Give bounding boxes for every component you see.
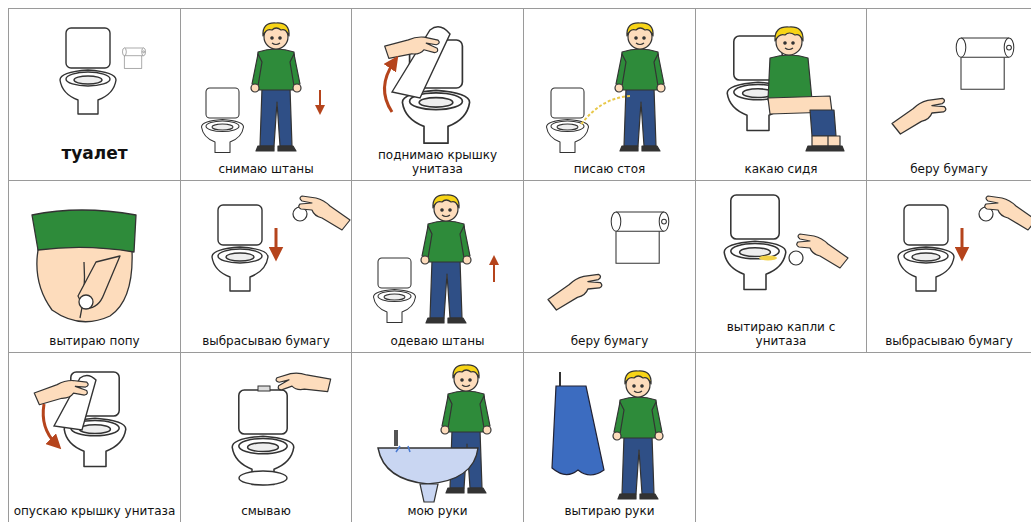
step-label: туалет (61, 143, 127, 163)
hand (985, 196, 1031, 230)
bottom (37, 240, 132, 322)
paper-ball (789, 251, 803, 265)
step-card: вытираю попу (8, 180, 181, 353)
step-label: вытираю капли с унитаза (700, 320, 862, 348)
hand (892, 98, 946, 134)
step-label: смываю (241, 504, 291, 518)
lower-lid-picture (32, 370, 126, 467)
wipe-picture (32, 210, 136, 322)
pee-standing-picture (547, 23, 666, 153)
take-paper-picture (892, 38, 1014, 134)
sink-stand (420, 484, 438, 502)
sit-picture (727, 27, 844, 151)
curved-arrow (43, 404, 56, 444)
towel (552, 386, 604, 475)
wash-hands-picture (378, 365, 491, 502)
flush-picture (232, 357, 335, 485)
step-label: опускаю крышку унитаза (14, 504, 176, 518)
step-card: беру бумагу (523, 180, 696, 353)
stream (580, 96, 630, 126)
step-card: смываю (180, 352, 352, 522)
dry-hands-picture (552, 371, 663, 499)
hand (274, 357, 335, 409)
step-card: какаю сидя (695, 8, 867, 181)
down-arrow (275, 228, 278, 254)
sitting-boy (768, 27, 844, 151)
paper-roll (122, 48, 145, 68)
flush-button (258, 386, 270, 391)
step-card: снимаю штаны (180, 8, 352, 181)
boy-figure (615, 23, 665, 151)
step-card: выбрасываю бумагу (180, 180, 352, 353)
hand (78, 256, 120, 308)
take-paper-picture (548, 212, 669, 310)
step-card: вытираю капли с унитаза (695, 180, 867, 353)
step-card: поднимаю крышку унитаза (351, 8, 524, 181)
step-label: мою руки (407, 504, 467, 518)
pants-up-picture (374, 195, 495, 323)
step-label: поднимаю крышку унитаза (356, 148, 519, 176)
step-card: вытираю руки (523, 352, 696, 522)
toilet-picture (60, 28, 146, 114)
step-card: беру бумагу (866, 8, 1031, 181)
toilet-icon (202, 88, 244, 153)
down-arrow (961, 228, 964, 254)
toilet-icon (60, 28, 116, 114)
curved-arrow (384, 62, 394, 112)
step-card: опускаю крышку унитаза (8, 352, 181, 522)
water (396, 446, 410, 452)
hook (559, 372, 561, 386)
hand (797, 234, 848, 268)
step-label: одеваю штаны (390, 334, 484, 348)
boy-figure (251, 23, 301, 151)
step-card: выбрасываю бумагу (866, 180, 1031, 353)
step-label: писаю стоя (574, 162, 646, 176)
boy-figure (613, 371, 663, 499)
hand (548, 274, 602, 310)
step-label: какаю сидя (744, 162, 817, 176)
step-label: беру бумагу (910, 162, 988, 176)
toilet-icon (724, 195, 786, 290)
step-label: вытираю руки (565, 504, 655, 518)
down-arrow (319, 90, 321, 110)
faucet (394, 430, 398, 446)
lift-lid-picture (381, 24, 469, 144)
step-card: одеваю штаны (351, 180, 524, 353)
hand (32, 370, 90, 416)
toilet-icon (547, 88, 589, 153)
closed-lid (239, 471, 287, 485)
toilet-icon (898, 205, 954, 291)
throw-paper-picture (898, 196, 1031, 291)
step-label: выбрасываю бумагу (202, 334, 330, 348)
paper-ball (79, 295, 93, 309)
hand (299, 196, 350, 230)
shirt (32, 210, 136, 252)
title-card: туалет (8, 8, 181, 181)
pants-down-picture (202, 23, 321, 153)
paper-roll (611, 212, 669, 263)
step-card: мою руки (351, 352, 524, 522)
paper-roll (956, 38, 1014, 89)
step-label: беру бумагу (571, 334, 649, 348)
toilet-icon (232, 390, 294, 485)
sink (378, 448, 478, 484)
step-label: выбрасываю бумагу (885, 334, 1013, 348)
up-arrow (493, 260, 495, 282)
throw-paper-picture (212, 196, 350, 291)
toilet-icon (212, 205, 268, 291)
toilet-icon (374, 258, 416, 323)
step-label: вытираю попу (49, 334, 139, 348)
wipe-drops-picture (724, 195, 848, 290)
boy-figure (421, 195, 471, 323)
drops (759, 256, 777, 261)
step-label: снимаю штаны (218, 162, 313, 176)
step-card: писаю стоя (523, 8, 696, 181)
